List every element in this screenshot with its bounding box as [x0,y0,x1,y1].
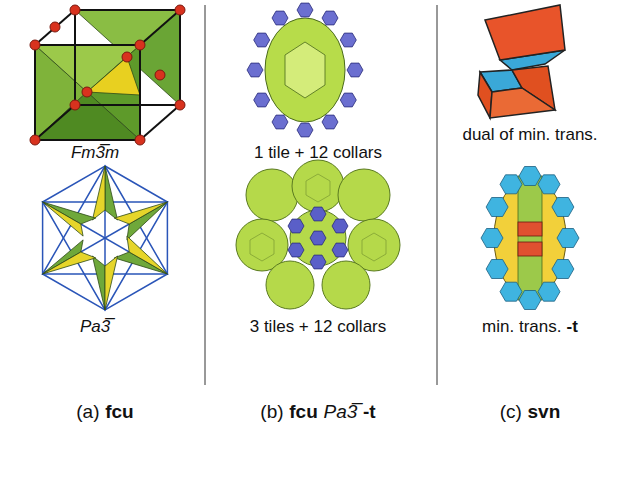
label-row: Pa3̅ [80,317,110,337]
figure-label: -t [363,401,376,423]
label-row: min. trans. -t [482,317,578,337]
figure-label: (c) [500,401,522,423]
tile-with-collars [247,3,363,137]
dual-prisms [478,5,565,118]
separator [437,5,438,385]
label-row: dual of min. trans. [462,125,597,145]
figure-label: svn [528,401,561,423]
figure-label: Pa3̅ [323,401,357,423]
figure-label: dual of min. trans. [462,125,597,145]
pa3-star [43,166,168,310]
label-row: 1 tile + 12 collars [254,143,382,163]
figure-label: 3 tiles + 12 collars [250,317,387,337]
label-row: (b) fcuPa3̅ -t [260,401,375,423]
figure-label: -t [567,317,578,337]
figure-label: (a) [76,401,99,423]
figure-label: fcu [105,401,134,423]
separator [205,5,206,385]
label-row: 3 tiles + 12 collars [250,317,387,337]
figure-label: fcu [289,401,318,423]
tile-cluster [236,160,400,309]
figure-label: Fm3̅m [71,143,119,163]
fcu-cube [30,5,185,145]
label-row: Fm3̅m [71,143,119,163]
svn-tile [481,167,579,310]
figure-label: 1 tile + 12 collars [254,143,382,163]
label-row: (a) fcu [76,401,133,423]
figure-label: Pa3̅ [80,317,110,337]
figure-label: (b) [260,401,283,423]
figure-label: min. trans. [482,317,561,337]
label-row: (c) svn [500,401,561,423]
